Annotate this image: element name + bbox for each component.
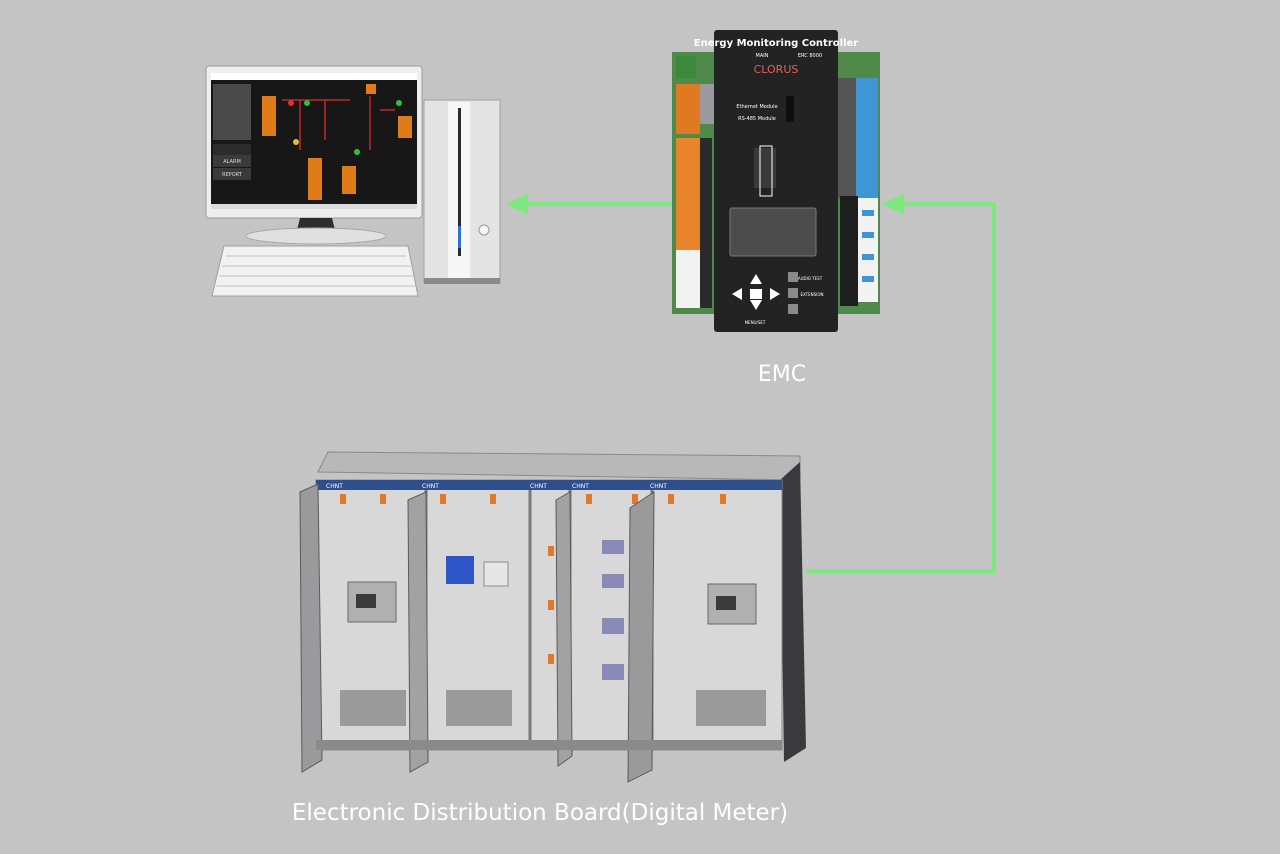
keyboard: [212, 246, 418, 296]
emc-extension-label: EXTENSION: [800, 292, 823, 297]
cabinet-brand-2: CHNT: [422, 483, 439, 490]
screen-titlebar: [211, 73, 417, 80]
emc-card-slot: [786, 96, 794, 122]
computer-illustration: ALARM REPORT: [206, 66, 500, 296]
screen-taskbar: [211, 204, 417, 209]
grey-breaker: [484, 562, 508, 586]
cabinet-brand-1: CHNT: [326, 483, 343, 490]
cabinet-brand-strip: [316, 480, 782, 490]
screen-side-panel: [213, 84, 251, 140]
emc-title: Energy Monitoring Controller: [694, 38, 859, 49]
emc-menu-label: MENU/SET: [745, 320, 766, 325]
tower-light: [458, 226, 461, 248]
arrowhead-pc: [506, 193, 528, 215]
screen-side-row: [213, 144, 251, 156]
breaker-1-face: [356, 594, 376, 608]
emc-lcd-display: [730, 208, 816, 256]
emc-left-pin-header: [700, 138, 712, 308]
distribution-board: CHNT CHNT CHNT CHNT CHNT: [300, 452, 806, 782]
emc-white-terminal-block: [676, 250, 700, 308]
emc-orange-terminal-top: [676, 84, 700, 134]
arrowhead-emc: [882, 193, 904, 215]
emc-brand-logo: CLORUS: [754, 63, 799, 76]
emc-dark-terminal: [838, 78, 856, 198]
emc-serial-port: [700, 84, 714, 124]
cabinet-brand-5: CHNT: [650, 483, 667, 490]
emc-controller: Energy Monitoring Controller MAIN ERC 80…: [672, 30, 880, 332]
emc-orange-terminal-block: [676, 138, 700, 254]
breaker-2-face: [716, 596, 736, 610]
door-2: [408, 492, 428, 772]
emc-model: ERC 8000: [798, 53, 822, 59]
emc-extra-key: [788, 304, 798, 314]
power-button-icon: [479, 225, 489, 235]
emc-module-line1: Ethernet Module: [736, 104, 777, 110]
cabinet-side-panel: [780, 462, 806, 762]
emc-audio-test-key: [788, 272, 798, 282]
emc-blue-terminal-block: [856, 78, 878, 198]
door-3: [556, 492, 572, 766]
cabinet-base: [316, 740, 782, 750]
emc-module-line2: RS-485 Module: [738, 116, 776, 122]
distribution-board-caption: Electronic Distribution Board(Digital Me…: [240, 800, 840, 826]
emc-extension-key: [788, 288, 798, 298]
screen-report-label: REPORT: [222, 172, 243, 178]
cabinet-brand-4: CHNT: [572, 483, 589, 490]
door-4: [628, 492, 654, 782]
emc-green-terminal: [676, 56, 696, 78]
cabinet-brand-3: CHNT: [530, 483, 547, 490]
emc-relay-block: [840, 196, 858, 306]
screen-alarm-label: ALARM: [223, 159, 241, 165]
emc-caption: EMC: [732, 362, 832, 387]
tower-base: [424, 278, 500, 284]
emc-audio-test-label: AUDIO TEST: [798, 276, 823, 281]
emc-status-leds: [754, 148, 776, 188]
center-button-icon: [750, 289, 762, 299]
left-door: [300, 484, 322, 772]
monitor-base: [246, 228, 386, 244]
blue-breaker: [446, 556, 474, 584]
emc-main-label: MAIN: [756, 53, 769, 59]
cabinet-roof: [318, 452, 800, 480]
